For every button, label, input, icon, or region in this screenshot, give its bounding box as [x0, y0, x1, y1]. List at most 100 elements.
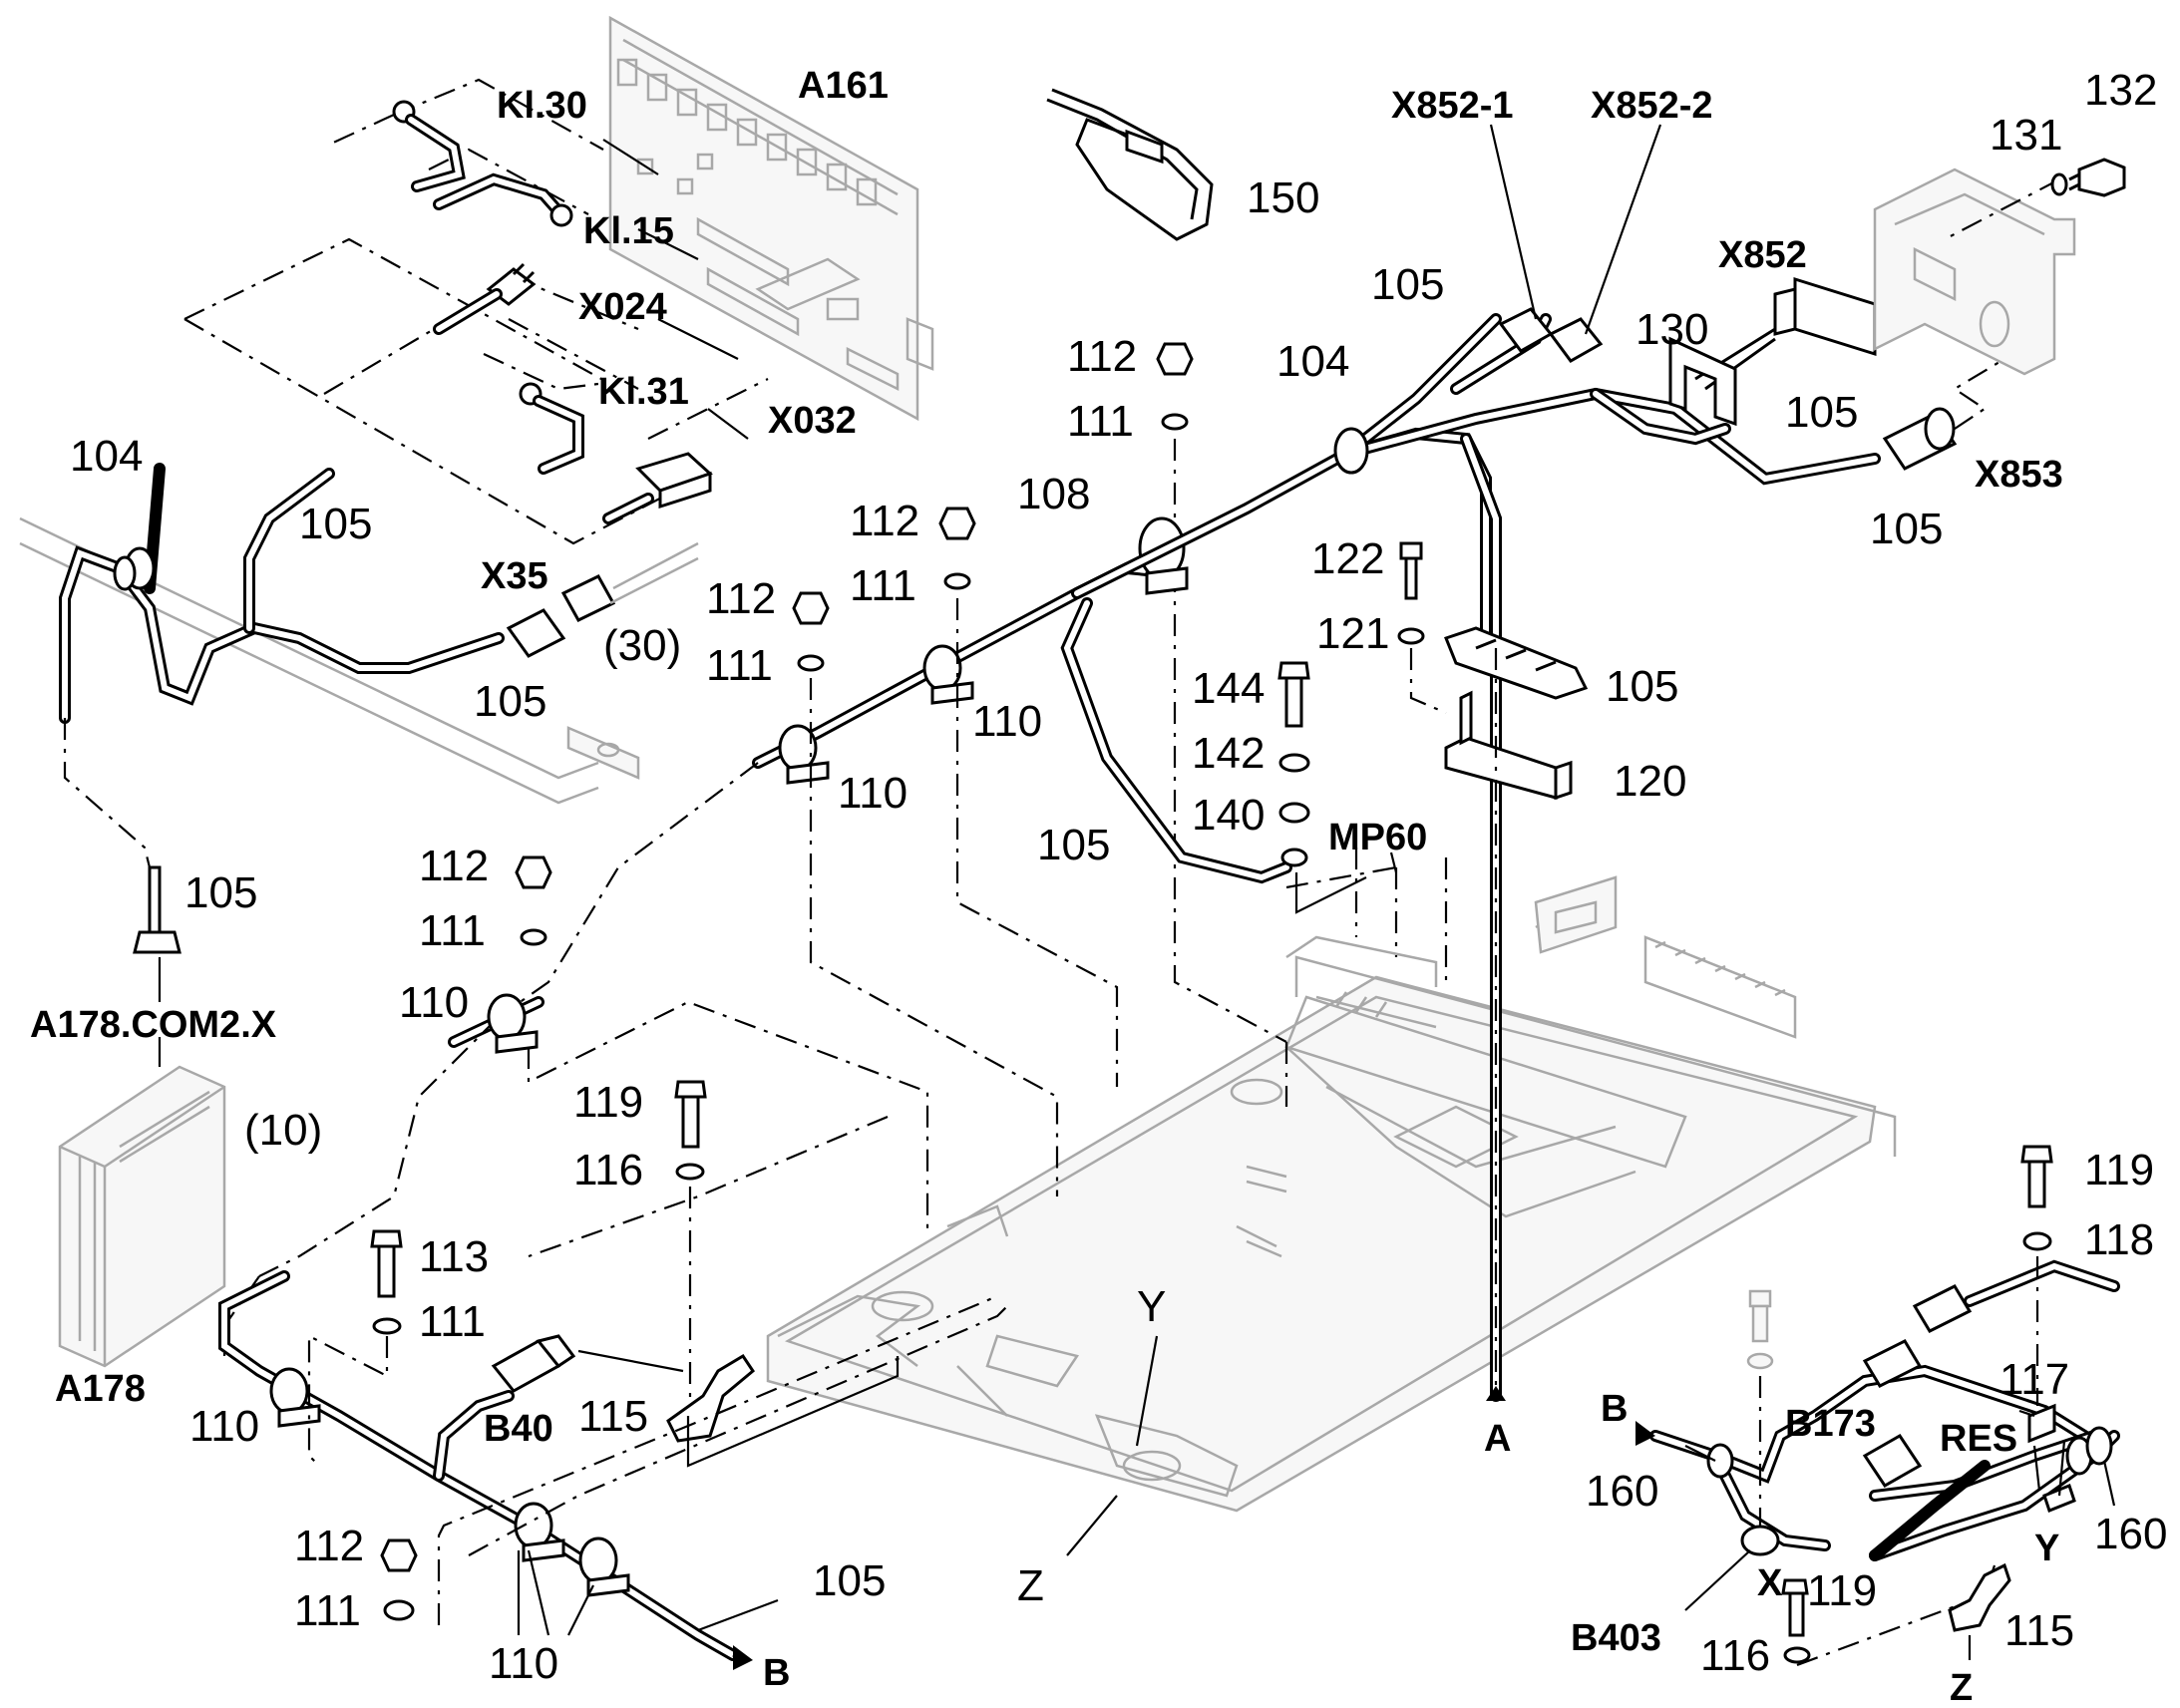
label-105-c: 105: [1870, 505, 1943, 553]
label-110-a: 110: [972, 697, 1042, 746]
label-110-b: 110: [838, 769, 908, 818]
clips-160: [1706, 1426, 2113, 1479]
label-115-b: 115: [2004, 1606, 2074, 1655]
label-111-d: 111: [419, 906, 486, 955]
kl30-cable: [392, 100, 466, 192]
label-160-a: 160: [1586, 1467, 1658, 1516]
label-142: 142: [1192, 729, 1265, 778]
label-z-a: Z: [1017, 1561, 1044, 1610]
b40-sensor: [491, 1334, 684, 1393]
label-117: 117: [1999, 1355, 2069, 1404]
label-b173: B173: [1785, 1403, 1876, 1445]
label-kl31: Kl.31: [598, 371, 689, 413]
yz-leaders-center: [1066, 1335, 1159, 1556]
label-132: 132: [2084, 66, 2157, 115]
label-116-b: 116: [1700, 1631, 1770, 1680]
bolt-113-111: [307, 1229, 403, 1467]
label-160-b: 160: [2094, 1510, 2167, 1558]
cable-tie-150: [1046, 88, 1214, 241]
clips-110-bottom: [269, 1367, 630, 1636]
label-b-b: B: [1601, 1388, 1628, 1430]
label-111-c: 111: [706, 641, 773, 690]
label-kl30: Kl.30: [497, 85, 587, 127]
a178-control-unit: [58, 1037, 226, 1368]
label-10: (10): [244, 1106, 322, 1155]
label-112-e: 112: [294, 1522, 364, 1570]
bolt-119-118: [2020, 1145, 2053, 1406]
label-140: 140: [1192, 791, 1265, 840]
left-grey-bracket: [19, 516, 640, 805]
board-leaders: [602, 139, 749, 440]
label-130: 130: [1635, 305, 1708, 354]
label-x35: X35: [481, 555, 548, 597]
b-arrow-bottom: [697, 1598, 779, 1670]
label-x024: X024: [578, 286, 667, 328]
x032-connector: [602, 452, 713, 524]
a178-com2-connector: [63, 718, 182, 1002]
clips-110: [487, 644, 974, 1054]
kl15-cable: [433, 172, 573, 227]
label-x852-2: X852-2: [1591, 85, 1713, 127]
label-a161: A161: [798, 65, 889, 107]
screw-131-132: [2050, 158, 2126, 197]
mp60-leader: [1389, 852, 1398, 873]
center-guides: [527, 439, 1448, 1258]
label-105-a: 105: [1371, 260, 1444, 309]
part-labels: A161 Kl.30 Kl.15 X024 Kl.31 X032 150 X85…: [30, 65, 2167, 1708]
label-150: 150: [1247, 173, 1319, 222]
bracket-115-right: [1948, 1562, 2011, 1660]
label-144: 144: [1192, 664, 1265, 713]
bottom-left-harness: [218, 1270, 739, 1661]
nuts-washers-center: [515, 342, 1194, 946]
label-105-e: 105: [474, 677, 546, 726]
label-110-d: 110: [189, 1402, 259, 1451]
label-115-a: 115: [578, 1392, 648, 1441]
label-b40: B40: [484, 1408, 553, 1450]
x852-connectors: [1489, 124, 1662, 363]
label-110-e: 110: [489, 1639, 558, 1688]
label-120: 120: [1614, 757, 1686, 806]
label-111-e: 111: [419, 1297, 486, 1346]
label-mp60: MP60: [1328, 817, 1427, 858]
label-x852-1: X852-1: [1391, 85, 1514, 127]
rubber-block-105: [1444, 626, 1589, 700]
label-y-b: Y: [2034, 1528, 2059, 1569]
left-harness-cable: [59, 463, 505, 724]
label-z-b: Z: [1950, 1667, 1973, 1708]
b-arrow-right: [1635, 1421, 1655, 1446]
label-y-a: Y: [1137, 1282, 1166, 1331]
label-112-c: 112: [706, 574, 776, 623]
b173-sensor: [1862, 1259, 2120, 1488]
label-a: A: [1484, 1418, 1511, 1460]
label-108: 108: [1017, 470, 1090, 518]
clip-104-left: [113, 546, 156, 591]
screw-122-121: [1397, 541, 1447, 715]
label-b403: B403: [1571, 1617, 1661, 1659]
bracket-130: [1668, 336, 1737, 427]
label-111-f: 111: [294, 1586, 361, 1635]
label-105-f: 105: [1606, 662, 1678, 711]
right-housing: [1873, 168, 2076, 376]
bolt-119-116: [674, 1080, 707, 1416]
label-121: 121: [1316, 609, 1389, 658]
label-a178-com2: A178.COM2.X: [30, 1004, 277, 1046]
holder-120: [1444, 690, 1573, 801]
label-119-a: 119: [573, 1078, 643, 1127]
bracket-115-left: [666, 1353, 900, 1468]
label-111-b: 111: [850, 561, 916, 610]
label-x852: X852: [1718, 234, 1807, 276]
label-119-c: 119: [1807, 1566, 1877, 1615]
label-104-a: 104: [70, 432, 143, 481]
label-105-g: 105: [1037, 821, 1110, 869]
label-b-a: B: [763, 1652, 790, 1694]
label-kl15: Kl.15: [583, 210, 674, 252]
x35-connector: [506, 541, 699, 658]
x024-connector: [433, 262, 537, 335]
chassis-frame: [766, 875, 1897, 1513]
kl31-cable: [519, 382, 584, 475]
a161-control-board: [608, 15, 934, 422]
label-res: RES: [1940, 1418, 2017, 1460]
b403-sensor: [1684, 1289, 1780, 1611]
res-component: [2027, 1403, 2076, 1513]
